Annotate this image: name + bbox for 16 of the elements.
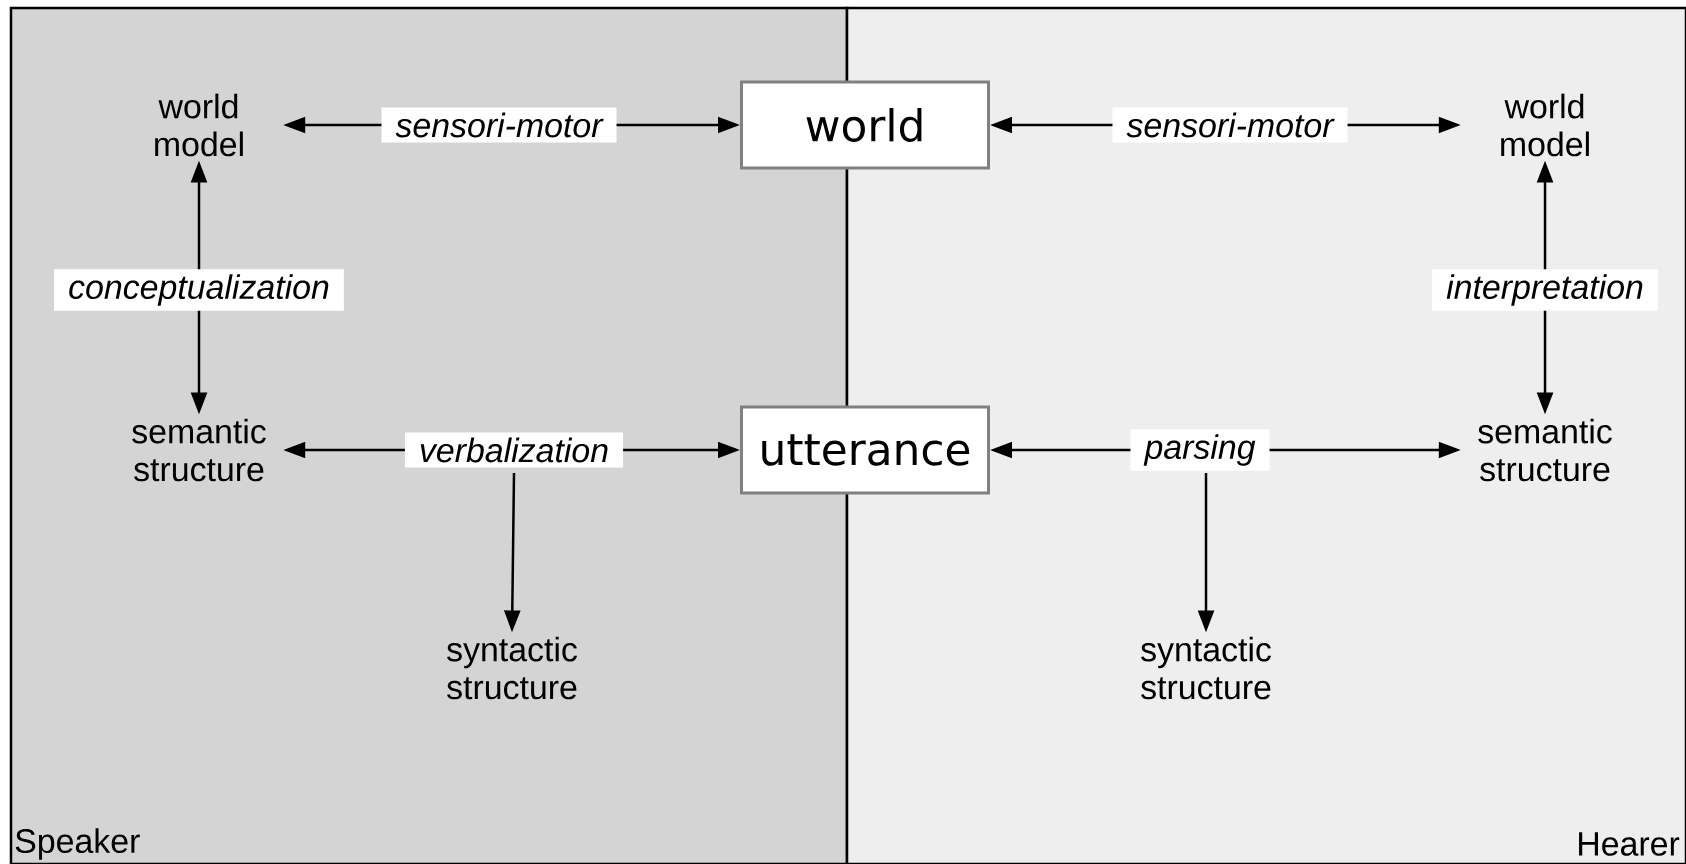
edge-label: parsing — [1130, 429, 1270, 471]
edge-label: sensori-motor — [1112, 107, 1348, 143]
concept-label: world model — [155, 93, 243, 157]
concept-label: semantic structure — [1478, 418, 1612, 482]
edge-label: conceptualization — [54, 269, 344, 311]
concept-label: syntactic structure — [1141, 636, 1271, 700]
edge-label: interpretation — [1432, 269, 1658, 311]
edge-label: sensori-motor — [381, 107, 617, 143]
edge-label: verbalization — [404, 432, 624, 468]
panel-label: Speaker — [15, 828, 140, 860]
text-box: world — [740, 80, 990, 170]
concept-label: syntactic structure — [447, 636, 577, 700]
panel-label: Hearer — [1579, 832, 1680, 856]
text-box: utterance — [740, 405, 990, 495]
concept-label: world model — [1501, 93, 1589, 157]
concept-label: semantic structure — [132, 418, 266, 482]
